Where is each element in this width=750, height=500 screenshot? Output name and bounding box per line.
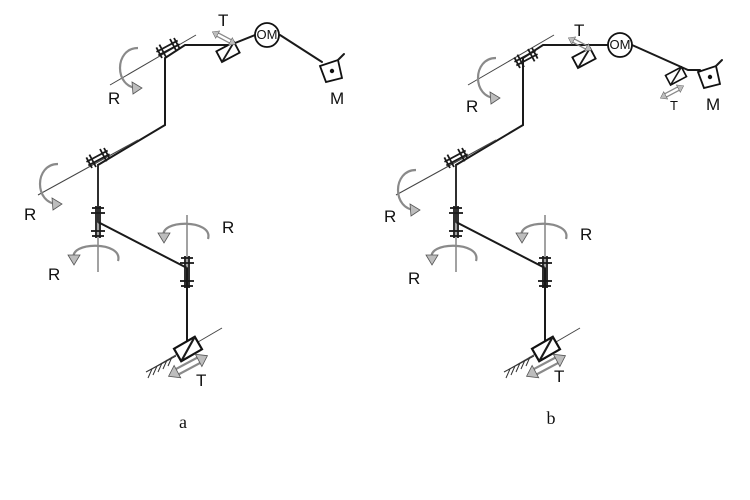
panel-b: OM R R R R T T T M b bbox=[384, 21, 723, 428]
panel-b-slider-top bbox=[571, 47, 597, 69]
panel-b-r-label-4: R bbox=[580, 225, 592, 244]
panel-b-rot-arrow-1 bbox=[476, 56, 502, 106]
panel-b-r-label-1: R bbox=[466, 97, 478, 116]
panel-b-t-label-top: T bbox=[574, 21, 584, 40]
panel-a-om-circle bbox=[254, 22, 280, 48]
panel-b-rot-arrow-2 bbox=[396, 168, 422, 218]
panel-a-rot-arrow-3 bbox=[66, 244, 120, 267]
panel-a-r-label-2: R bbox=[24, 205, 36, 224]
panel-a-ground bbox=[145, 355, 177, 379]
panel-b-m-label: M bbox=[706, 95, 720, 114]
panel-a-t-label-base: T bbox=[196, 371, 206, 390]
panel-b-rot-arrow-4 bbox=[514, 222, 568, 245]
panel-b-r-label-2: R bbox=[384, 207, 396, 226]
panel-a-r-label-4: R bbox=[222, 218, 234, 237]
panel-a-rot-arrow-1 bbox=[118, 46, 144, 96]
panel-b-caption: b bbox=[547, 408, 556, 428]
panel-b-ground bbox=[503, 355, 535, 379]
panel-b-slider-end bbox=[664, 66, 688, 86]
panel-a-caption: a bbox=[179, 412, 187, 432]
panel-b-links bbox=[455, 44, 701, 359]
panel-b-gripper-icon bbox=[697, 59, 723, 89]
panel-b-r-label-3: R bbox=[408, 269, 420, 288]
panel-a-r-label-3: R bbox=[48, 265, 60, 284]
panel-a-om-label: OM bbox=[257, 27, 278, 42]
panel-a-r-label-1: R bbox=[108, 89, 120, 108]
panel-a-rot-arrow-2 bbox=[38, 162, 64, 212]
panel-b-t-label-end: T bbox=[670, 98, 678, 113]
panel-a-t-label-top: T bbox=[218, 11, 228, 30]
panel-a-links bbox=[97, 34, 323, 359]
panel-a: OM R R R R T T M a bbox=[24, 11, 345, 432]
panel-b-om-circle bbox=[607, 32, 633, 58]
panel-b-om-label: OM bbox=[610, 37, 631, 52]
panel-a-rot-arrow-4 bbox=[156, 222, 210, 245]
panel-a-m-label: M bbox=[330, 89, 344, 108]
panel-b-t-label-base: T bbox=[554, 367, 564, 386]
panel-b-rot-arrow-3 bbox=[424, 244, 478, 267]
panel-a-gripper-icon bbox=[319, 53, 345, 83]
